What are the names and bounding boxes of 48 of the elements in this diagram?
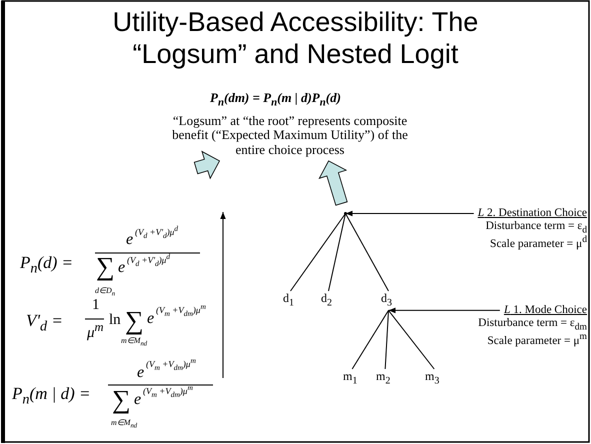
parameter-text: Scale parameter = μ$^{d}$ [490, 235, 587, 251]
tree-branch [328, 213, 346, 292]
tree-branch [345, 213, 389, 292]
formula-part: μ$^{m}$ [87, 321, 104, 342]
formula-part: m∈M$_{nd}$ [111, 419, 138, 430]
formula-part: 1 [92, 297, 100, 314]
formula-part: (V$_{m}$ +V$_{dm}$)μ$^{m}$ [156, 303, 206, 318]
formula-part: ln [109, 312, 121, 328]
formula-part: (V$_{d}$ +V'$_{d}$)μ$^{d}$ [127, 253, 170, 268]
block-arrow [318, 160, 348, 206]
tree-branch [352, 310, 389, 370]
formula-part: P$_{n}$(d) = [20, 254, 74, 277]
parameter-text: Scale parameter = μ$^{m}$ [487, 332, 587, 348]
formula-part: e [147, 310, 154, 328]
formula-part: e [137, 364, 144, 382]
tree-leaf-label: m$_{3}$ [425, 370, 440, 386]
tree-leaf-label: d$_{1}$ [283, 292, 294, 308]
formula-part: V'$_{d}$ = [26, 312, 63, 335]
formula-part: (V$_{d}$ +V'$_{d}$)μ$^{d}$ [135, 225, 178, 240]
tree-branch [290, 213, 346, 292]
tree-leaf-label: d$_{2}$ [321, 292, 332, 308]
junction-point [344, 212, 347, 215]
formula-part: d∈D$_{n}$ [95, 287, 116, 298]
formula-part: e [118, 259, 126, 277]
level-heading: L 1. Mode Choice [504, 304, 587, 317]
formula-part: m∈M$_{nd}$ [121, 337, 148, 348]
slide-title: Utility-Based Accessibility: The “Logsum” and Nested Logit [112, 6, 480, 71]
formula-part: (V$_{m}$ +V$_{dm}$)μ$^{m}$ [146, 357, 196, 372]
formula-part: e [134, 391, 142, 409]
parameter-text: Disturbance term = ε$_{d}$ [486, 220, 587, 235]
equation-text: P$_{n}$(dm) = P$_{n}$(m | d)P$_{n}$(d) [210, 91, 341, 110]
formula-part: e [126, 231, 134, 249]
tree-branch [388, 310, 435, 370]
level-heading: L 2. Destination Choice [478, 207, 587, 220]
formula-part: P$_{n}$(m | d) = [12, 385, 90, 408]
block-arrow [194, 150, 220, 180]
note-text: “Logsum” at “the root” represents composite benefit (“Expected Maximum Utility”) of the entire choice process [165, 114, 415, 157]
parameter-text: Disturbance term = ε$_{dm}$ [478, 316, 587, 332]
formula-part: ∑ [125, 307, 144, 336]
arrow [345, 210, 474, 216]
tree-leaf-label: m$_{2}$ [376, 370, 390, 386]
tree-leaf-label: m$_{1}$ [343, 370, 358, 386]
tree-leaf-label: d$_{3}$ [381, 292, 392, 308]
arrow [388, 308, 500, 314]
formula-part: ∑ [96, 253, 115, 282]
formula-part: (V$_{m}$ +V$_{dm}$)μ$^{m}$ [143, 384, 193, 400]
formula-part: ∑ [112, 386, 131, 415]
tree-branch [384, 310, 389, 370]
